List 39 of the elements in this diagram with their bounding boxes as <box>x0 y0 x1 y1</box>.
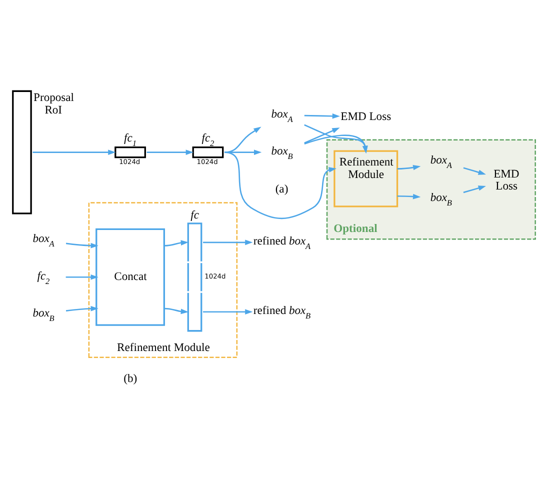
node-text: fc$_{2}$ <box>37 269 50 286</box>
arrow <box>304 134 368 154</box>
arrow <box>66 242 98 248</box>
arrow <box>203 240 253 246</box>
arrow <box>146 150 194 155</box>
arrow <box>66 274 98 280</box>
node-label: Proposal RoI <box>34 91 74 117</box>
node-box: Concat <box>96 228 165 326</box>
node-text: refined box$_{B}$ <box>253 304 311 321</box>
arrow <box>66 306 98 312</box>
arrow <box>463 167 486 175</box>
node-text: box$_{B}$ <box>271 144 293 162</box>
arrow <box>164 308 188 314</box>
arrow <box>203 309 253 315</box>
node-box <box>114 146 146 158</box>
node-text: box$_{A}$ <box>430 154 452 170</box>
arrow <box>304 124 368 154</box>
arrow <box>224 126 262 153</box>
arrow <box>164 240 188 246</box>
node-text: EMD Loss <box>340 110 392 123</box>
arrow <box>304 128 340 144</box>
arrow <box>32 150 116 155</box>
node-text: box$_{B}$ <box>430 190 452 208</box>
node-text: refined box$_{A}$ <box>253 234 311 252</box>
node-text: EMD Loss <box>494 167 520 193</box>
node-box <box>192 146 224 158</box>
arrow <box>397 164 421 170</box>
node-label: fc$_{2}$ <box>202 132 214 148</box>
node-text: box$_{A}$ <box>271 107 293 124</box>
node-text: box$_{A}$ <box>32 232 54 249</box>
arrow <box>224 150 262 155</box>
arrow <box>397 194 421 200</box>
arrow <box>304 113 340 119</box>
node-text: box$_{B}$ <box>32 306 54 324</box>
node-label: fc$_{1}$ <box>124 132 136 148</box>
label: (b) <box>124 372 138 385</box>
arrow <box>463 186 486 194</box>
arrow <box>224 152 336 220</box>
label: (a) <box>275 182 288 196</box>
